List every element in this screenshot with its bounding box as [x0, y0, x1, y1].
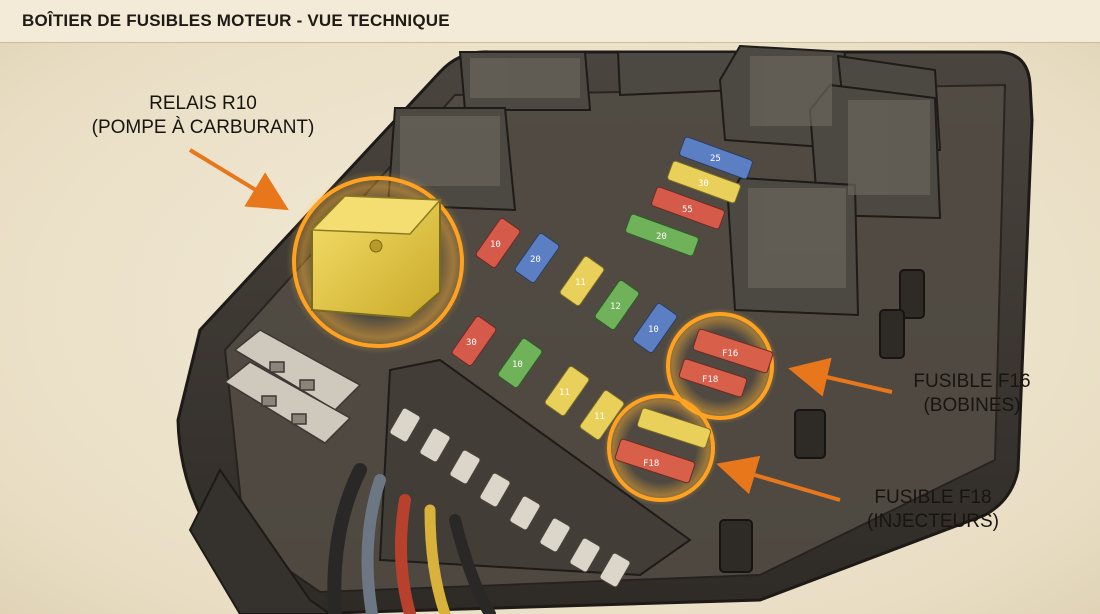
fuse-label-top4: 20 — [656, 232, 667, 242]
fuse-f18: F18 — [614, 407, 712, 484]
fuse-label-mid1: 10 — [490, 240, 501, 250]
upper-fuses: 25 30 55 20 — [625, 136, 753, 257]
fuse-label-mid5: 10 — [648, 325, 659, 335]
wiring-harness — [327, 463, 496, 614]
fuse-label-f18-upper: F18 — [702, 375, 718, 385]
callout-f16-line1: FUSIBLE F16 — [913, 371, 1031, 392]
callout-f16-line2: (BOBINES) — [923, 395, 1021, 416]
fuse-label-low2: 10 — [512, 360, 523, 370]
callout-arrows — [188, 148, 893, 502]
fuse-label-mid2: 20 — [530, 255, 541, 265]
callout-relay-r10: RELAIS R10 (POMPE À CARBURANT) — [68, 92, 338, 140]
relay-tops — [400, 56, 930, 288]
lower-fuse-row: 30 10 11 11 — [451, 315, 625, 441]
fuse-label-f16: F16 — [722, 349, 738, 359]
diagram-title: BOÎTIER DE FUSIBLES MOTEUR - VUE TECHNIQ… — [22, 11, 450, 30]
relay-r10 — [310, 194, 442, 320]
fuse-label-top2: 30 — [698, 179, 709, 189]
fuse-label-low1: 30 — [466, 338, 477, 348]
fuse-label-low4: 11 — [594, 412, 605, 422]
middle-fuse-row: 10 20 11 12 10 — [475, 217, 678, 354]
callout-relay-line2: (POMPE À CARBURANT) — [91, 117, 315, 138]
fuse-label-low3: 11 — [559, 388, 570, 398]
arrow-f18 — [716, 455, 841, 502]
fuse-label-top1: 25 — [710, 154, 721, 164]
fuse-label-f18: F18 — [643, 459, 659, 469]
fuse-label-mid3: 11 — [575, 278, 586, 288]
housing-clips — [719, 269, 925, 573]
arrow-f16 — [788, 357, 893, 397]
fuse-label-top3: 55 — [682, 205, 693, 215]
arrow-relay — [188, 148, 289, 211]
title-bar: BOÎTIER DE FUSIBLES MOTEUR - VUE TECHNIQ… — [0, 0, 1100, 43]
callout-f18-line1: FUSIBLE F18 — [874, 487, 992, 508]
callout-relay-line1: RELAIS R10 — [149, 93, 257, 114]
callout-f18-line2: (INJECTEURS) — [867, 511, 999, 532]
fuse-f16: F16 F18 — [678, 328, 774, 398]
callout-fuse-f18: FUSIBLE F18 (INJECTEURS) — [838, 486, 1028, 534]
housing-bracket — [188, 468, 332, 614]
callout-fuse-f16: FUSIBLE F16 (BOBINES) — [892, 370, 1052, 418]
left-terminal-block — [223, 329, 362, 444]
fuse-label-mid4: 12 — [610, 302, 621, 312]
